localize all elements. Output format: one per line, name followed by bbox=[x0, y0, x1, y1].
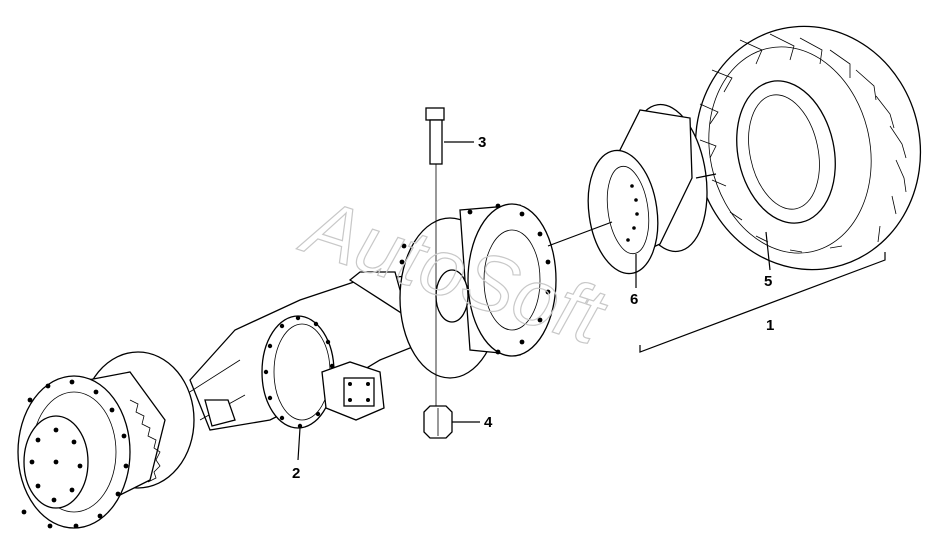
differential-housing bbox=[261, 315, 385, 429]
leader-lines bbox=[297, 141, 886, 461]
tire bbox=[694, 25, 922, 271]
callout-6: 6 bbox=[630, 291, 638, 308]
callout-3: 3 bbox=[478, 134, 486, 151]
callout-1: 1 bbox=[766, 317, 774, 334]
mounting-bolt bbox=[425, 107, 445, 408]
callout-2: 2 bbox=[292, 465, 300, 482]
callout-4: 4 bbox=[484, 414, 493, 431]
mounting-nut bbox=[423, 405, 453, 439]
callout-labels: 1 2 3 4 5 6 bbox=[292, 134, 774, 482]
left-wheel-hub bbox=[17, 351, 195, 529]
wheel-rim bbox=[587, 103, 708, 275]
callout-5: 5 bbox=[764, 273, 772, 290]
